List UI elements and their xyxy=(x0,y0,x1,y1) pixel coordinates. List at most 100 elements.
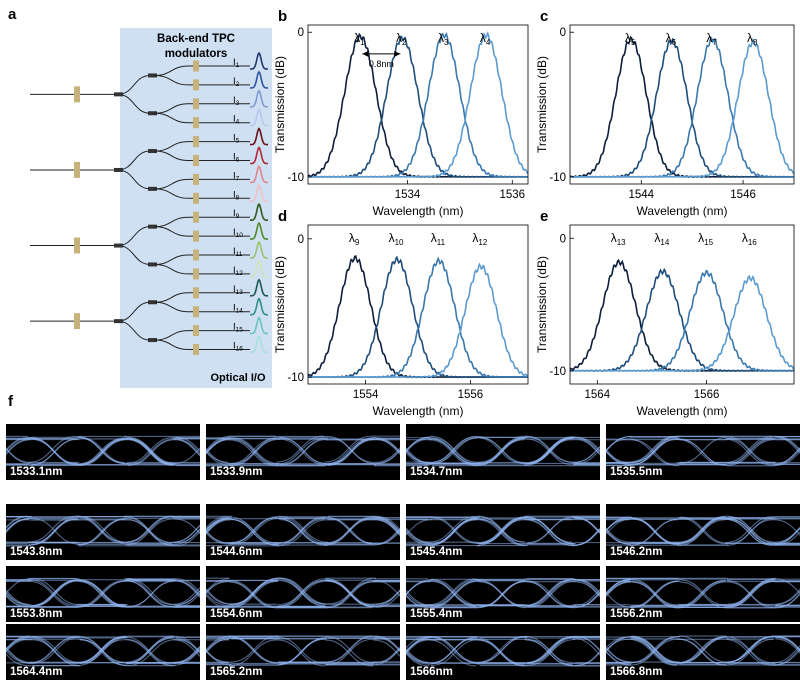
eye-diagram-label: 1534.7nm xyxy=(410,466,463,478)
output-label-subscript: 9 xyxy=(236,213,240,220)
eye-trace xyxy=(206,437,400,465)
output-label-subscript: 4 xyxy=(236,119,240,126)
y-axis-label: Transmission (dB) xyxy=(273,256,287,353)
coupler xyxy=(148,338,157,343)
eye-pattern xyxy=(406,435,600,467)
eye-trace xyxy=(606,638,800,666)
eye-trace xyxy=(406,578,600,606)
eye-trace xyxy=(6,518,200,546)
eye-trace xyxy=(606,636,800,664)
eye-trace xyxy=(606,518,800,546)
eye-pattern xyxy=(606,635,800,666)
eye-trace xyxy=(606,636,800,664)
series-label-subscript: 12 xyxy=(478,238,487,247)
series-label-subscript: 2 xyxy=(402,38,407,47)
spectrum-series-4 xyxy=(308,262,528,379)
eye-pattern xyxy=(6,515,200,547)
eye-trace xyxy=(6,515,200,544)
output-label-subscript: 7 xyxy=(236,175,240,182)
eye-trace xyxy=(6,516,200,544)
x-tick-label: 1544 xyxy=(628,189,654,201)
splitter-arm xyxy=(154,112,189,124)
tpc-modulator xyxy=(193,325,199,337)
eye-trace xyxy=(206,638,400,666)
eye-trace xyxy=(206,517,400,545)
series-label: λ8 xyxy=(747,31,758,47)
output-pulse-icon xyxy=(249,240,269,259)
splitter-arm xyxy=(154,65,189,76)
output-label: I5 xyxy=(233,133,240,145)
splitter-arm xyxy=(154,339,189,350)
eye-trace xyxy=(406,579,600,607)
coupler xyxy=(148,111,157,116)
y-tick-label: -10 xyxy=(287,172,304,184)
coupler xyxy=(148,300,157,305)
output-label: I2 xyxy=(233,76,240,88)
eye-trace xyxy=(606,438,800,467)
spacing-annotation: 0.8nm xyxy=(369,59,394,69)
output-label-subscript: 10 xyxy=(236,232,244,239)
spectrum-curves xyxy=(570,35,794,178)
output-label: I7 xyxy=(233,170,240,182)
eye-diagram: 1534.7nm xyxy=(406,424,600,480)
series-label: λ9 xyxy=(349,231,360,247)
output-label: I14 xyxy=(233,303,243,315)
spacing-arrowhead xyxy=(362,50,369,57)
eye-trace xyxy=(6,517,200,545)
output-pulse-icon xyxy=(249,183,269,203)
eye-trace xyxy=(6,636,200,665)
series-label-subscript: 5 xyxy=(631,38,636,47)
eye-trace xyxy=(206,517,400,545)
eye-pattern xyxy=(606,577,800,609)
series-label-subscript: 8 xyxy=(753,38,758,47)
series-label-subscript: 14 xyxy=(660,238,669,247)
eye-diagram: 1564.4nm xyxy=(6,624,200,680)
spectrum-series-2 xyxy=(570,37,794,178)
eye-trace xyxy=(406,639,600,667)
eye-diagram-label: 1533.9nm xyxy=(210,466,263,478)
eye-trace xyxy=(206,437,400,465)
series-label: λ11 xyxy=(431,231,446,247)
eye-trace xyxy=(406,637,600,665)
eye-diagram: 1543.8nm xyxy=(6,504,200,560)
eye-diagram-label: 1546.2nm xyxy=(610,546,663,558)
eye-trace xyxy=(606,435,800,463)
eye-diagram-label: 1554.6nm xyxy=(210,608,263,620)
eye-trace xyxy=(206,517,400,545)
eye-pattern xyxy=(606,515,800,547)
eye-pattern xyxy=(206,635,400,667)
output-label-subscript: 2 xyxy=(236,81,240,88)
output-label-subscript: 1 xyxy=(236,62,240,69)
series-label-subscript: 16 xyxy=(748,238,757,247)
x-tick-label: 1556 xyxy=(458,389,484,401)
eye-diagram-label: 1566nm xyxy=(410,666,453,678)
spectrum-curves xyxy=(308,31,528,178)
output-pulse-icon xyxy=(249,316,269,335)
splitter-arm xyxy=(154,226,189,237)
series-label: λ1 xyxy=(354,31,365,47)
x-tick-label: 1564 xyxy=(585,389,611,401)
coupler xyxy=(148,224,157,229)
spectrum-series-1 xyxy=(570,35,794,178)
eye-trace xyxy=(6,515,200,543)
splitter-arm xyxy=(154,263,189,275)
y-tick-label: -10 xyxy=(287,372,304,384)
output-label: I11 xyxy=(233,246,243,258)
output-pulse-icon xyxy=(249,127,269,146)
output-pulse-icon xyxy=(249,202,269,221)
eye-diagram: 1545.4nm xyxy=(406,504,600,560)
eye-trace xyxy=(206,437,400,465)
eye-pattern xyxy=(6,435,200,467)
eye-trace xyxy=(406,439,600,467)
tpc-modulator xyxy=(193,60,199,72)
tpc-modulator xyxy=(193,117,199,129)
output-label: I10 xyxy=(233,227,243,239)
eye-diagram-label: 1533.1nm xyxy=(10,466,63,478)
eye-trace xyxy=(406,581,600,609)
series-label: λ13 xyxy=(611,231,626,247)
eye-trace xyxy=(606,577,800,605)
eye-trace xyxy=(206,438,400,466)
input-phase-shifter xyxy=(74,161,80,178)
input-phase-shifter xyxy=(74,237,80,254)
